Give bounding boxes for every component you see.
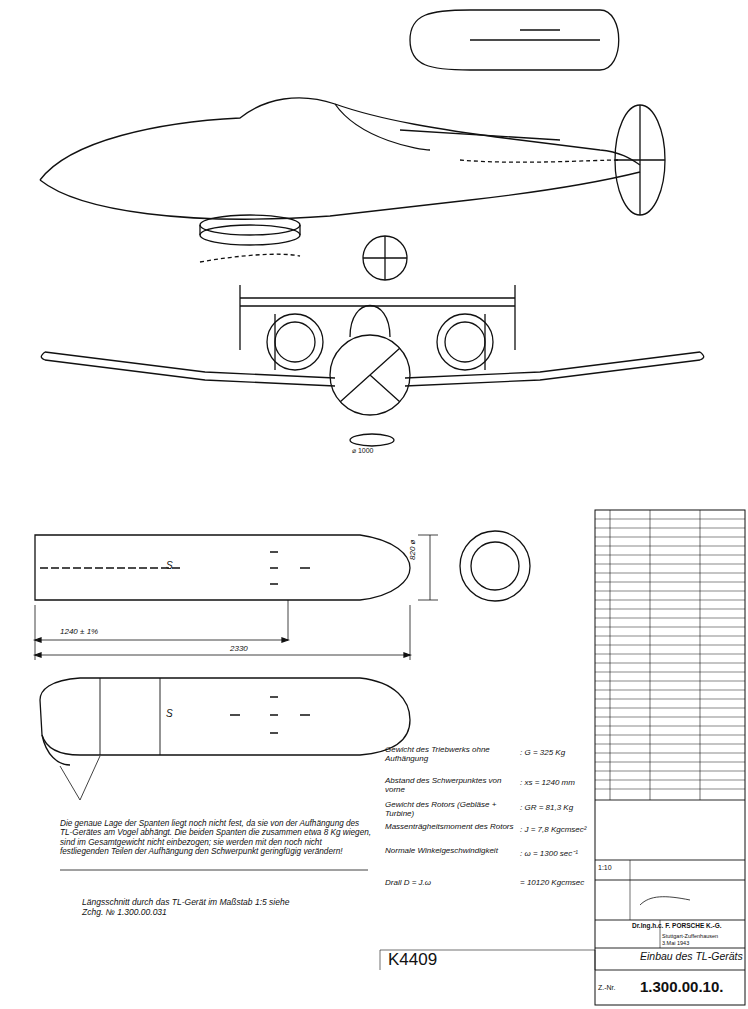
- drawing-label: 1.300.00.10.: [640, 978, 744, 995]
- drawing-label: Dr.Ing.h.c. F. PORSCHE K.-G.: [632, 922, 744, 929]
- drawing-label: Drall D = J.ω: [385, 878, 515, 887]
- drawing-label: : J = 7,8 Kgcmsec²: [520, 825, 595, 834]
- drawing-label: Massenträgheitsmoment des Rotors: [385, 822, 515, 831]
- drawing-title: Einbau des TL-Geräts: [640, 950, 744, 962]
- drawing-label: 3.Mai 1943: [662, 940, 744, 946]
- drawing-label: 2330: [230, 644, 280, 653]
- drawing-label: Gewicht des Rotors (Gebläse + Turbine): [385, 800, 515, 818]
- drawing-label: : ω = 1300 sec⁻¹: [520, 849, 595, 858]
- drawing-label: : G = 325 Kg: [520, 748, 595, 757]
- drawing-label: ⌀ 1000: [352, 447, 402, 455]
- drawing-label: 820 ø: [408, 510, 417, 560]
- drawing-label: : GR = 81,3 Kg: [520, 803, 595, 812]
- drawing-label: = 10120 Kgcmsec: [520, 878, 595, 887]
- drawing-label: Längsschnitt durch das TL-Gerät im Maßst…: [82, 898, 312, 918]
- drawing-label: Abstand des Schwerpunktes von vorne: [385, 776, 515, 794]
- drawing-label: K4409: [388, 950, 488, 970]
- drawing-label: 1:10: [598, 864, 628, 872]
- drawing-label: S: [166, 708, 180, 720]
- drawing-label: Stuttgart-Zuffenhausen: [662, 933, 744, 939]
- drawing-label: Die genaue Lage der Spanten liegt noch n…: [60, 819, 372, 857]
- drawing-label: 1240 ± 1%: [60, 627, 150, 636]
- drawing-label: Gewicht des Triebwerks ohne Aufhängung: [385, 745, 515, 763]
- drawing-label: Normale Winkelgeschwindigkeit: [385, 846, 515, 855]
- drawing-label: Z.-Nr.: [598, 984, 638, 992]
- drawing-label: S: [166, 560, 180, 572]
- drawing-label: : xs = 1240 mm: [520, 778, 595, 787]
